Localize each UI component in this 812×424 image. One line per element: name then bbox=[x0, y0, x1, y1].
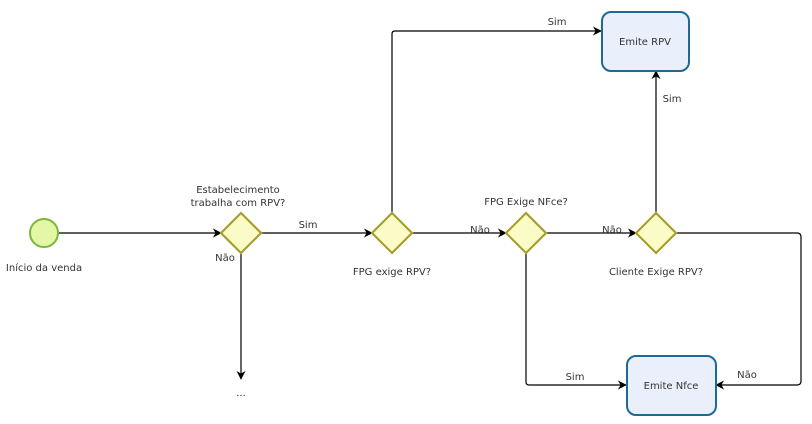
flow-label-gw1-sim: Sim bbox=[299, 220, 318, 231]
flow-gw3-to-emite-nfce[interactable] bbox=[525, 253, 627, 390]
flow-label-gw2-nao: Não bbox=[470, 225, 490, 236]
flow-label-gw2-sim: Sim bbox=[548, 17, 567, 28]
gateway-gw1[interactable] bbox=[219, 211, 263, 255]
gateway-gw4[interactable] bbox=[634, 211, 678, 255]
start-event-label: Início da venda bbox=[6, 262, 82, 274]
gateway-gw2-label: FPG exige RPV? bbox=[353, 267, 431, 278]
gateway-gw1-label-line1: Estabelecimento bbox=[196, 185, 280, 196]
task-box[interactable] bbox=[601, 11, 690, 72]
gateway-gw2[interactable] bbox=[370, 211, 414, 255]
gateway-gw1-label-line2: trabalha com RPV? bbox=[191, 198, 286, 209]
gateway-diamond[interactable] bbox=[634, 211, 678, 255]
flows bbox=[58, 26, 802, 390]
task-emite-nfce-label: Emite Nfce bbox=[644, 381, 699, 392]
task-emite-rpv-label: Emite RPV bbox=[619, 37, 671, 48]
flow-label-gw1-nao: Não bbox=[215, 253, 235, 264]
flow-label-gw4-sim: Sim bbox=[663, 94, 682, 105]
flow-gw4-to-emite-nfce[interactable] bbox=[676, 232, 802, 390]
gateway-diamond[interactable] bbox=[219, 211, 263, 255]
start-event[interactable] bbox=[29, 218, 59, 248]
task-box[interactable] bbox=[626, 355, 717, 416]
continuation-ellipsis: ... bbox=[236, 388, 246, 399]
flow-gw2-to-emite-rpv[interactable] bbox=[391, 26, 602, 213]
task-emite-nfce[interactable]: Emite Nfce bbox=[626, 355, 717, 416]
gateway-gw3-label: FPG Exige NFce? bbox=[484, 197, 568, 208]
gateway-gw4-label: Cliente Exige RPV? bbox=[609, 267, 703, 278]
task-emite-rpv[interactable]: Emite RPV bbox=[601, 11, 690, 72]
gateway-diamond[interactable] bbox=[370, 211, 414, 255]
gateway-gw3[interactable] bbox=[504, 211, 548, 255]
flow-label-gw4-nao: Não bbox=[737, 370, 757, 381]
flow-label-gw3-sim: Sim bbox=[566, 372, 585, 383]
gateway-diamond[interactable] bbox=[504, 211, 548, 255]
flow-label-gw3-nao: Não bbox=[602, 225, 622, 236]
